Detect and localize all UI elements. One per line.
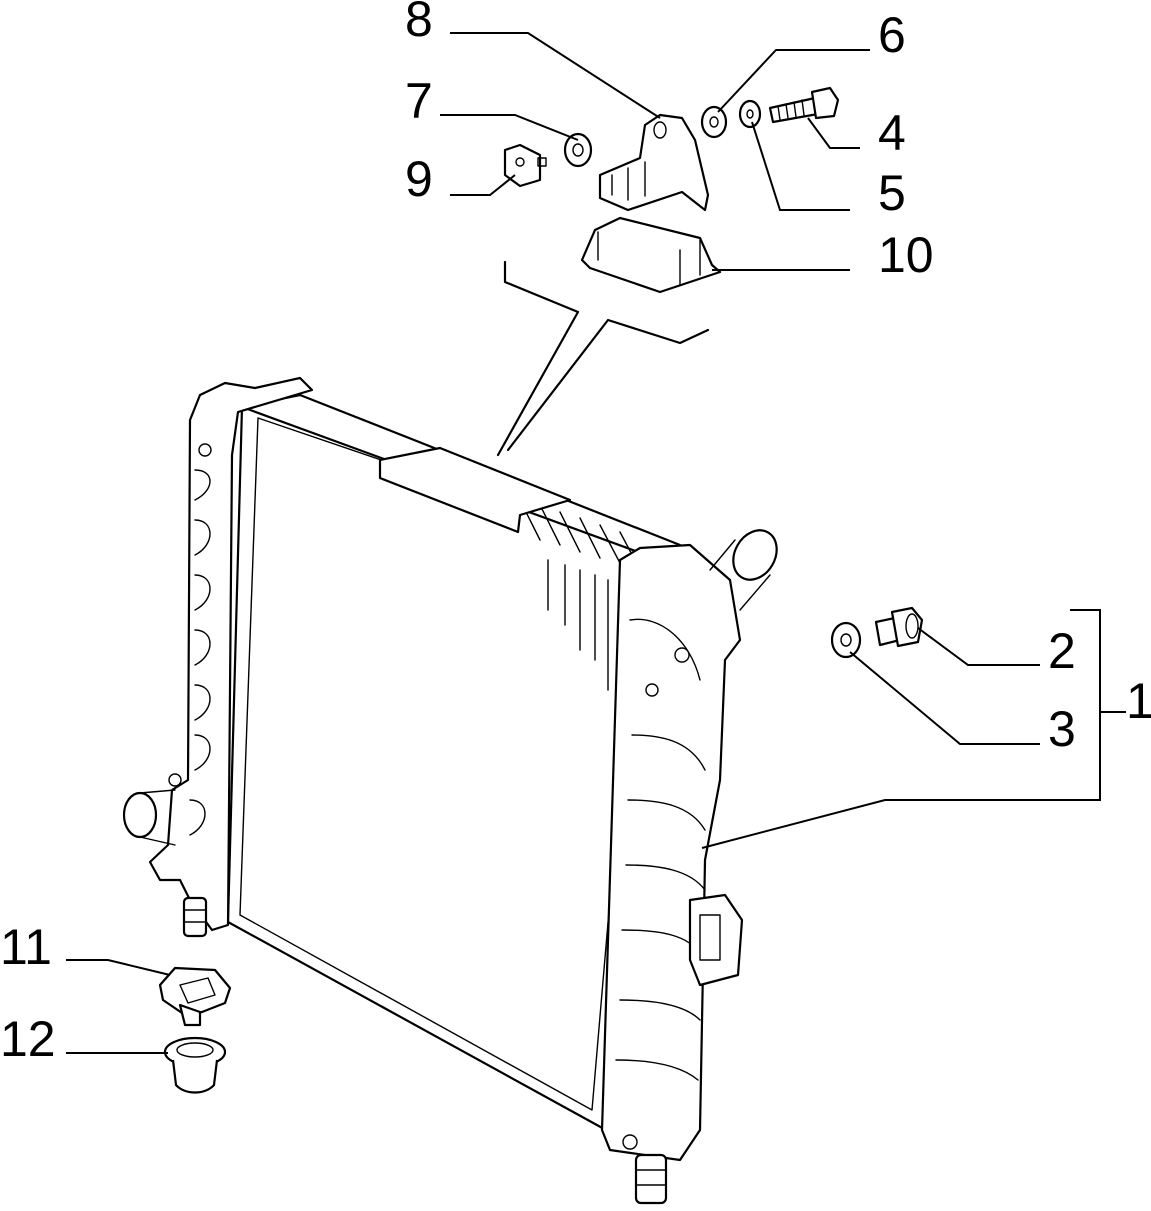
callout-9: 9 bbox=[405, 151, 433, 207]
part-9-clip-nut bbox=[503, 143, 547, 188]
callout-4: 4 bbox=[878, 105, 906, 161]
leader-8 bbox=[450, 32, 661, 119]
callout-8: 8 bbox=[405, 0, 433, 47]
part-12-bushing bbox=[163, 1036, 227, 1094]
callout-2: 2 bbox=[1048, 623, 1076, 679]
leader-5 bbox=[751, 121, 850, 211]
callout-7: 7 bbox=[405, 73, 433, 129]
callout-1: 1 bbox=[1126, 673, 1151, 729]
leader-2 bbox=[917, 627, 1040, 666]
radiator-top-bracket bbox=[378, 446, 572, 534]
callout-10: 10 bbox=[878, 227, 934, 283]
part-6-washer bbox=[700, 105, 728, 139]
detail-pointer-lines bbox=[496, 260, 710, 457]
callout-11: 11 bbox=[0, 919, 52, 975]
callout-12: 12 bbox=[0, 1011, 56, 1067]
part-11-bracket bbox=[158, 966, 232, 1027]
callout-5: 5 bbox=[878, 165, 906, 221]
leader-lines bbox=[66, 32, 1126, 1054]
callout-labels: 8 7 9 6 4 5 10 2 3 1 11 12 bbox=[0, 0, 1151, 1067]
leader-3 bbox=[849, 651, 1040, 745]
radiator bbox=[122, 376, 778, 1205]
callout-3: 3 bbox=[1048, 701, 1076, 757]
leader-4 bbox=[807, 117, 860, 149]
leader-6 bbox=[717, 49, 870, 113]
leader-7 bbox=[440, 114, 579, 141]
part-7-washer bbox=[563, 132, 593, 168]
part-8-bracket bbox=[598, 113, 710, 212]
part-3-gasket bbox=[830, 621, 862, 659]
part-10-bracket bbox=[580, 216, 722, 294]
part-5-lock-washer bbox=[738, 99, 762, 129]
callout-6: 6 bbox=[878, 7, 906, 63]
left-tank bbox=[122, 376, 314, 938]
leader-1-bracket bbox=[701, 609, 1101, 849]
leader-9 bbox=[450, 174, 516, 196]
radiator-top-fins bbox=[519, 499, 639, 691]
part-4-bolt bbox=[768, 86, 840, 124]
leader-11 bbox=[66, 959, 171, 976]
part-2-temperature-sensor bbox=[874, 606, 924, 648]
right-tank bbox=[600, 529, 778, 1205]
